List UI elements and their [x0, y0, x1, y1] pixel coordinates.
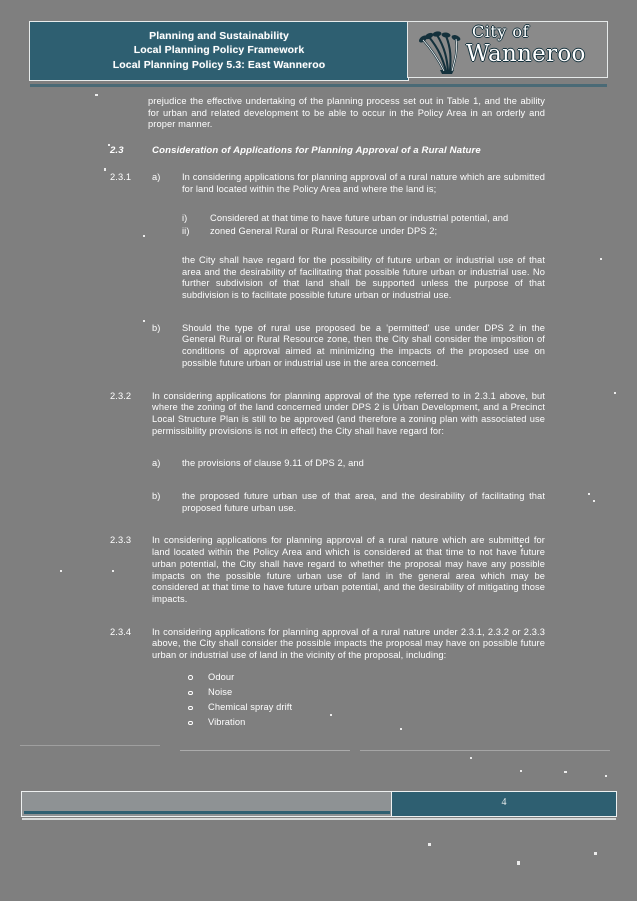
- scan-speck: [594, 852, 597, 855]
- footer-page-band: 4: [392, 792, 616, 816]
- clause-2-3-1-closing-text: the City shall have regard for the possi…: [182, 254, 545, 301]
- header-title-block: Planning and Sustainability Local Planni…: [30, 29, 408, 72]
- intro-paragraph-block: prejudice the effective undertaking of t…: [0, 96, 637, 131]
- clause-2-3-4: 2.3.4 In considering applications for pl…: [0, 627, 637, 662]
- clause-2-3-3: 2.3.3 In considering applications for pl…: [0, 535, 637, 605]
- section-heading-title: Consideration of Applications for Planni…: [152, 145, 481, 157]
- clause-2-3-1-a: 2.3.1 a) In considering applications for…: [0, 172, 637, 195]
- list-item: Noise: [0, 687, 637, 699]
- clause-2-3-2: 2.3.2 In considering applications for pl…: [0, 391, 637, 438]
- clause-2-3-1-b: b) Should the type of rural use proposed…: [0, 323, 637, 370]
- header-title-line-1: Planning and Sustainability: [149, 30, 289, 42]
- clause-2-3-1-closing: the City shall have regard for the possi…: [0, 255, 637, 302]
- clause-2-3-2-a: a) the provisions of clause 9.11 of DPS …: [0, 458, 637, 470]
- scan-streak: [180, 750, 350, 751]
- header-title-band: [30, 22, 408, 80]
- logo-wordmark: City of Wanneroo: [466, 22, 606, 68]
- header-divider-rule: [30, 84, 607, 87]
- clause-2-3-1-a-ii-text: zoned General Rural or Rural Resource un…: [210, 226, 438, 237]
- list-item: Odour: [0, 672, 637, 684]
- bullet-icon: [188, 675, 193, 680]
- scan-speck: [470, 757, 472, 759]
- clause-2-3-1-a-i-text: Considered at that time to have future u…: [210, 212, 509, 223]
- clause-2-3-2-a-text: the provisions of clause 9.11 of DPS 2, …: [182, 458, 364, 469]
- clause-2-3-2-b-label: b): [152, 491, 161, 502]
- spacer: [0, 379, 637, 391]
- page-number: 4: [501, 797, 507, 808]
- spacer: [0, 615, 637, 627]
- scan-speck: [517, 861, 520, 865]
- clause-2-3-2-b: b) the proposed future urban use of that…: [0, 491, 637, 514]
- scan-streak: [20, 745, 160, 746]
- footer-rule: [24, 811, 390, 814]
- clause-2-3-1-b-text: Should the type of rural use proposed be…: [182, 322, 545, 368]
- page-header: Planning and Sustainability Local Planni…: [30, 22, 607, 82]
- clause-2-3-1-a-ii: ii) zoned General Rural or Rural Resourc…: [0, 226, 637, 238]
- section-heading-number: 2.3: [110, 145, 124, 157]
- list-item-label: Chemical spray drift: [208, 702, 293, 713]
- clause-2-3-2-text: In considering applications for planning…: [152, 390, 545, 436]
- clause-2-3-1-a-text: In considering applications for planning…: [182, 172, 545, 194]
- spacer: [0, 446, 637, 458]
- header-title-line-3: Local Planning Policy 5.3: East Wanneroo: [112, 58, 326, 71]
- list-item: Chemical spray drift: [0, 702, 637, 714]
- list-item-label: Noise: [208, 687, 233, 697]
- kangaroo-paw-flower-icon: [414, 26, 468, 74]
- clause-2-3-1-a-label: a): [152, 172, 161, 183]
- clause-2-3-1-a-i-label: i): [182, 212, 188, 223]
- spacer: [0, 479, 637, 491]
- logo-wordmark-line-2: Wanneroo: [466, 41, 586, 67]
- spacer: [0, 311, 637, 323]
- scan-speck: [520, 770, 522, 772]
- bullet-icon: [188, 720, 193, 726]
- spacer: [0, 247, 637, 255]
- bullet-icon: [188, 705, 193, 711]
- scan-speck: [605, 775, 607, 777]
- clause-2-3-1-b-label: b): [152, 322, 161, 333]
- page-footer: 4: [22, 792, 616, 818]
- clause-2-3-1-a-ii-label: ii): [182, 226, 190, 237]
- scan-speck: [428, 843, 431, 846]
- intro-paragraph: prejudice the effective undertaking of t…: [148, 96, 545, 130]
- spacer: [0, 523, 637, 535]
- list-item-label: Vibration: [208, 717, 246, 728]
- impacts-bullet-list: Odour Noise Chemical spray drift Vibrati…: [0, 672, 637, 729]
- list-item: Vibration: [0, 717, 637, 729]
- clause-number-2-3-3: 2.3.3: [110, 535, 132, 546]
- scan-streak: [360, 750, 610, 751]
- spacer: [0, 205, 637, 213]
- document-body: prejudice the effective undertaking of t…: [0, 96, 637, 733]
- city-of-wanneroo-logo: City of Wanneroo: [408, 22, 607, 77]
- clause-2-3-3-text: In considering applications for planning…: [152, 535, 545, 604]
- footer-underline: [22, 818, 616, 820]
- clause-2-3-1-a-i: i) Considered at that time to have futur…: [0, 213, 637, 225]
- clause-number-2-3-2: 2.3.2: [110, 390, 132, 401]
- clause-number-2-3-4: 2.3.4: [110, 626, 132, 637]
- clause-number-2-3-1: 2.3.1: [110, 172, 132, 183]
- footer-left-band: [22, 792, 392, 816]
- logo-wordmark-line-1: City of: [472, 22, 529, 41]
- clause-2-3-2-a-label: a): [152, 458, 161, 469]
- section-heading-2-3: 2.3 Consideration of Applications for Pl…: [0, 145, 637, 158]
- list-item-label: Odour: [208, 671, 235, 682]
- header-title-line-2: Local Planning Policy Framework: [133, 44, 305, 57]
- bullet-icon: [188, 690, 193, 695]
- clause-2-3-4-text: In considering applications for planning…: [152, 626, 545, 661]
- scan-speck: [564, 771, 567, 773]
- clause-2-3-2-b-text: the proposed future urban use of that ar…: [182, 491, 545, 513]
